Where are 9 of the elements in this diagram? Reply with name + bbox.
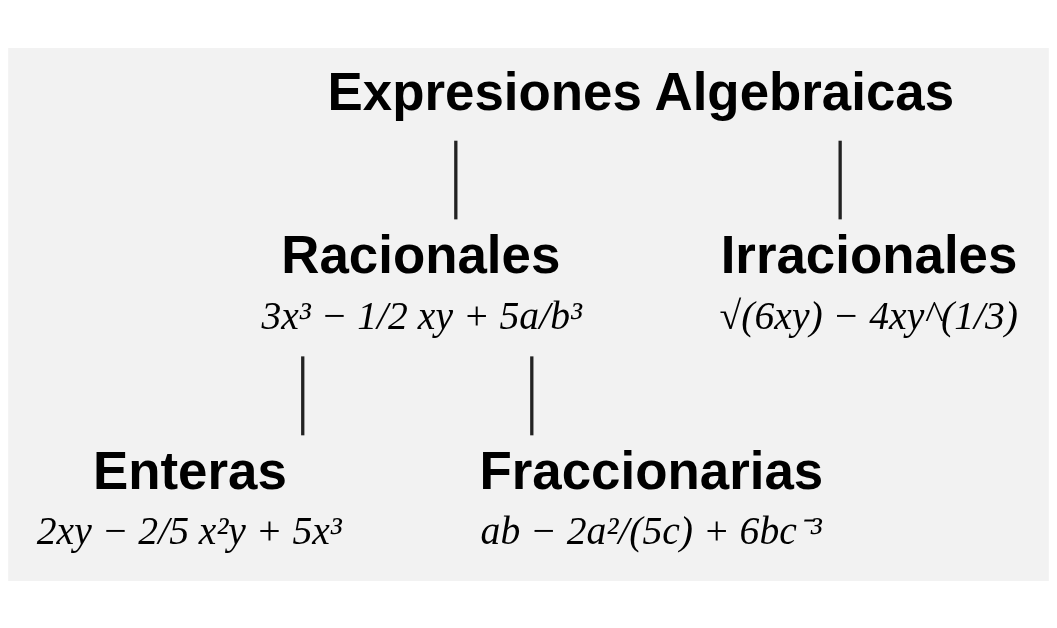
connector (454, 140, 458, 219)
node-text: Enteras 2xy − 2/5 x²y + 5x³ (36, 440, 342, 553)
connector (530, 355, 534, 435)
node-text: Racionales 3x³ − 1/2 xy + 5a/b³ (261, 224, 582, 338)
node-text: Fraccionarias ab − 2a²/(5c) + 6bc⁻³ (479, 440, 824, 553)
connector (301, 355, 305, 435)
connector (838, 140, 842, 219)
node-text: Irracionales √(6xy) − 4xy^(1/3) (719, 224, 1018, 338)
node-text: Expresiones Algebraicas (327, 61, 955, 121)
